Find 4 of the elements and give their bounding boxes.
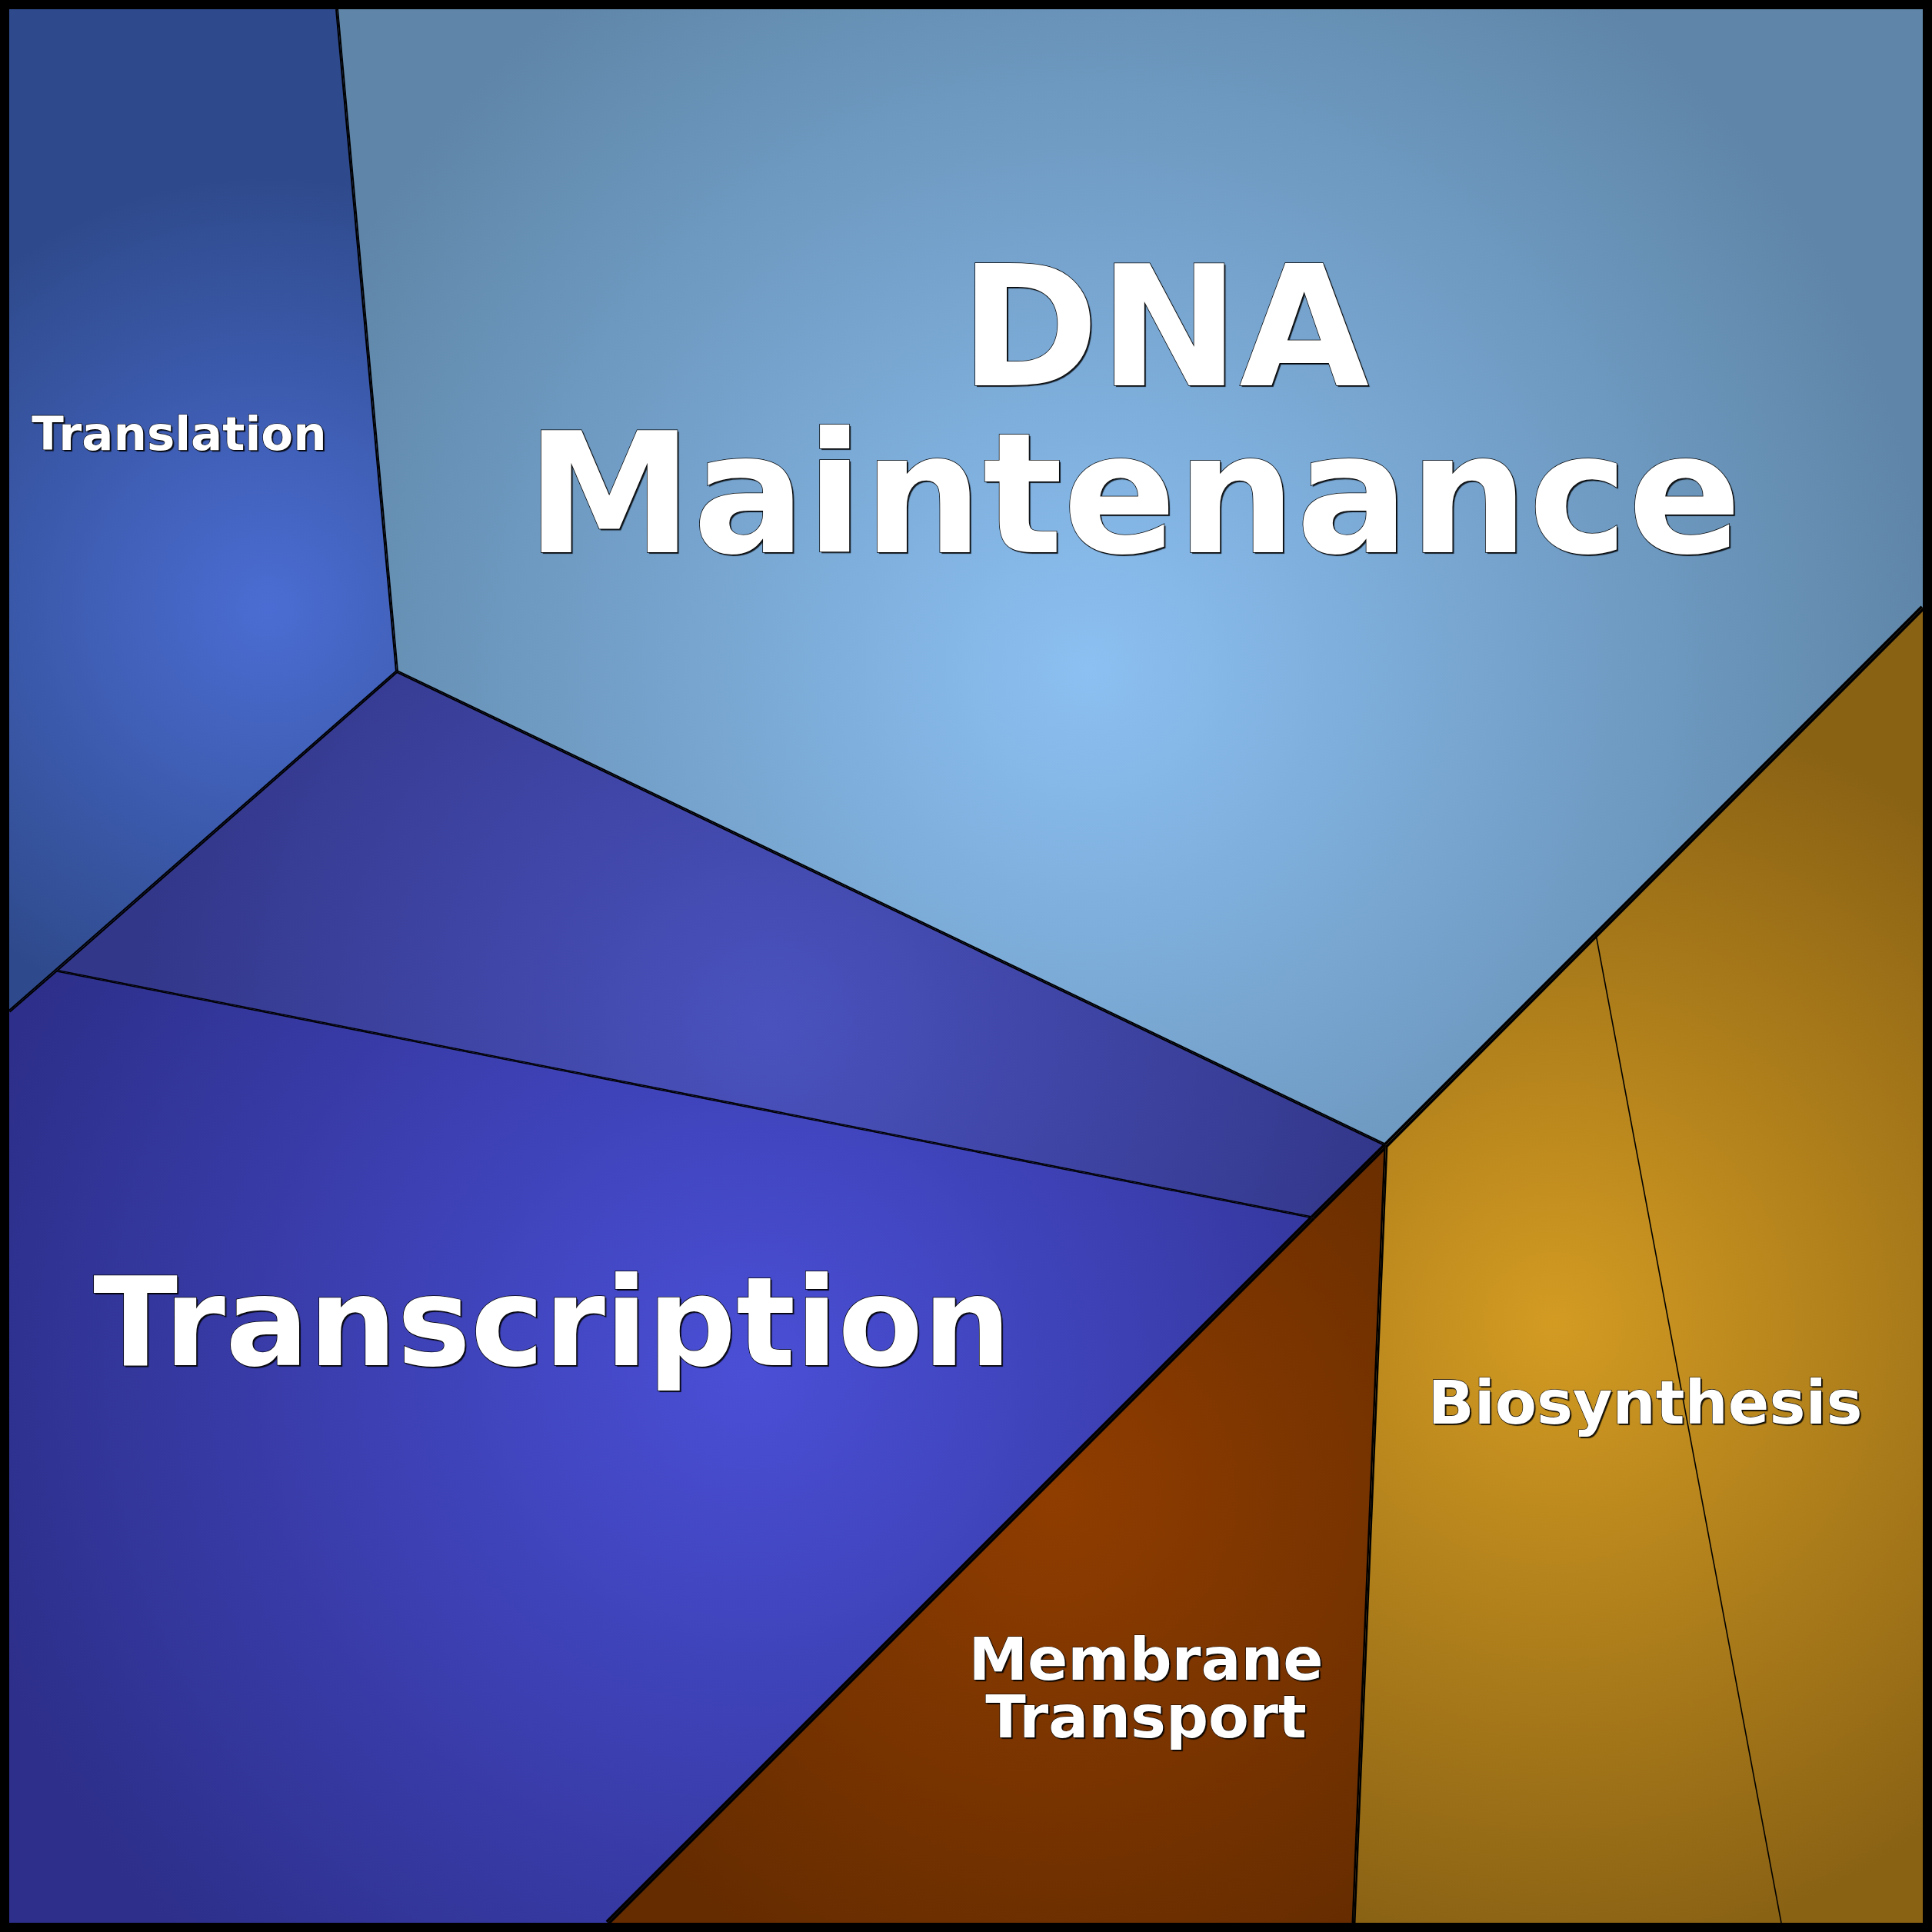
region-label: DNA Maintenance: [525, 244, 1743, 594]
region-label: Membrane Transport: [968, 1630, 1324, 1753]
region-label: Translation: [31, 410, 328, 463]
region-label: Transcription: [92, 1260, 1012, 1396]
